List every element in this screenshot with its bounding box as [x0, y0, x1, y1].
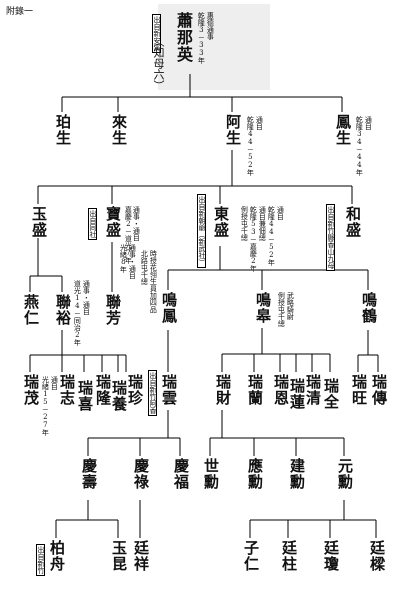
person-gen4: 鳴鳳: [160, 292, 178, 324]
person-gen5: 瑞志: [58, 374, 76, 406]
person-gen4: 鳴鶴: [360, 292, 378, 324]
library-seal: [158, 4, 270, 90]
person-gen5: 瑞財: [214, 374, 232, 406]
person-note: 嘉慶2－道光7年: [124, 206, 133, 264]
person-gen4: 聯裕: [54, 294, 72, 326]
person-gen5: 瑞隆: [94, 374, 112, 406]
person-note: 通目: [255, 116, 264, 130]
person-note: 通目兼佃總: [258, 206, 267, 241]
person-gen6: 慶祿: [132, 458, 150, 490]
person-gen5: 瑞養: [110, 380, 128, 412]
person-gen6: 建勳: [288, 458, 306, 490]
person-note: 例授屯千總: [240, 206, 249, 241]
person-note: 北路屯千總: [140, 250, 149, 285]
person-gen2: 來生: [110, 114, 128, 146]
person-gen5: 瑞雲: [160, 374, 178, 406]
origin-tag: 出自新竹: [36, 544, 45, 576]
person-gen7: 玉昆: [110, 540, 128, 572]
person-note: 通目: [50, 376, 59, 390]
person-gen6: 慶壽: [80, 458, 98, 490]
person-note: 通事・通目: [132, 206, 141, 241]
person-gen5: 瑞蓮: [288, 378, 306, 410]
person-gen6: 元勳: [336, 458, 354, 490]
origin-tag: 出自新朝爺（新武社）: [197, 194, 206, 268]
person-note: 道光14－同治2年: [73, 280, 82, 346]
person-gen1-alias: （知母六）: [152, 36, 165, 91]
person-gen4: 燕仁: [22, 294, 40, 326]
person-note: 乾隆44－52年: [267, 206, 276, 266]
person-gen3: 東盛: [212, 206, 230, 238]
person-note: 惠德通事: [206, 12, 215, 40]
person-gen7: 廷瓊: [322, 540, 340, 572]
person-gen7: 廷柱: [280, 540, 298, 572]
person-gen5: 瑞喜: [76, 380, 94, 412]
appendix-label: 附錄一: [6, 7, 34, 17]
person-gen7: 廷樑: [368, 540, 386, 572]
person-gen5: 瑞全: [322, 378, 340, 410]
person-gen5: 瑞茂: [22, 374, 40, 406]
person-gen2: 鳳生: [334, 114, 352, 146]
person-note: 通目: [276, 206, 285, 220]
person-gen3: 寶盛: [104, 206, 122, 238]
person-gen2: 阿生: [224, 114, 242, 146]
origin-tag: 出自同社: [88, 208, 97, 240]
person-note: 時授花翎生員加四品: [149, 250, 158, 313]
person-gen2: 珀生: [54, 114, 72, 146]
person-gen5: 瑞恩: [272, 374, 290, 406]
person-note: 乾隆44－52年: [246, 116, 255, 176]
origin-tag: 出自新竹縣香山九母: [326, 204, 335, 271]
person-note: 例授屯千總: [277, 292, 286, 327]
person-note: 乾隆53－嘉慶2年: [249, 206, 258, 272]
person-gen5: 瑞珍: [126, 374, 144, 406]
person-note: 乾隆34－44年: [355, 116, 364, 176]
person-gen4: 鳴皋: [254, 292, 272, 324]
person-gen5: 瑞旺: [350, 374, 368, 406]
person-note: 光緒8年: [119, 244, 128, 273]
person-gen1: 蕭那英: [174, 12, 193, 63]
person-gen4: 聯芳: [104, 294, 122, 326]
person-gen7: 柏舟: [48, 540, 66, 572]
person-gen6: 應勳: [246, 458, 264, 490]
person-gen7: 子仁: [242, 540, 260, 572]
person-note: 光緒15－27年: [41, 376, 50, 436]
person-gen6: 世勳: [202, 458, 220, 490]
person-gen5: 瑞清: [304, 374, 322, 406]
origin-tag: 出自新竹阿香: [148, 370, 157, 416]
person-note: 武略騎尉: [286, 292, 295, 320]
person-gen7: 廷祥: [132, 540, 150, 572]
person-note: 通目: [364, 116, 373, 130]
origin-tag: 出自新安溪: [152, 14, 161, 53]
person-note: 通事・通目: [82, 280, 91, 315]
person-gen3: 和盛: [344, 206, 362, 238]
person-gen5: 瑞傳: [370, 374, 388, 406]
person-gen6: 慶福: [172, 458, 190, 490]
person-gen5: 瑞蘭: [246, 374, 264, 406]
person-note: 乾隆3－33年: [197, 12, 206, 64]
person-gen3: 玉盛: [30, 206, 48, 238]
person-note: 通事・通目: [128, 244, 137, 279]
